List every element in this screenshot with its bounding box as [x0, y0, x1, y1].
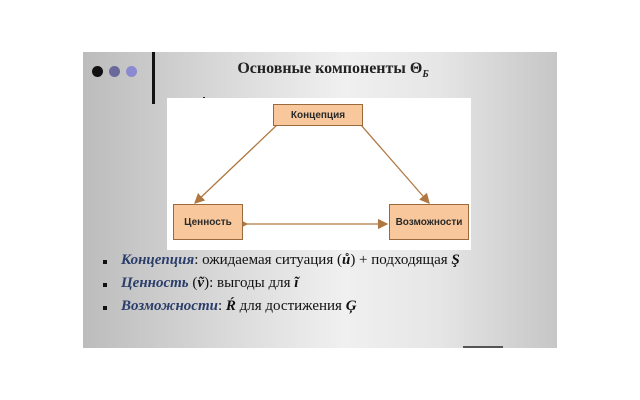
bullet-symbol: ů	[341, 252, 351, 268]
node-opportunities: Возможности	[389, 204, 469, 240]
bullet-text: : ожидаемая ситуация (	[194, 252, 342, 268]
bullet-dot-purple	[109, 66, 120, 77]
bullet-item-value: Ценность (ṽ): выгоды для ĩ	[103, 275, 460, 292]
node-value: Ценность	[173, 204, 243, 240]
diagram-arrows	[194, 124, 430, 230]
bullet-symbol: Ģ	[345, 298, 357, 314]
title-text: Основные компоненты Θ	[237, 60, 423, 77]
bullet-item-opportunities: Возможности: Ŕ для достижения Ģ	[103, 298, 460, 315]
bullet-symbol: ĩ	[294, 275, 299, 291]
bullet-symbol: Ŕ	[225, 298, 236, 314]
corner-mark	[463, 346, 503, 348]
arrow-concept-to-opportunities	[360, 124, 430, 204]
bullet-text: ): выгоды для	[204, 275, 295, 291]
bullet-square-icon	[103, 306, 107, 310]
bullet-term: Возможности	[121, 298, 218, 314]
bullet-term: Ценность	[121, 275, 189, 291]
bullet-square-icon	[103, 283, 107, 287]
title-divider	[152, 52, 155, 104]
bullet-symbol: Ş	[451, 252, 460, 268]
bullet-text: для достижения	[235, 298, 346, 314]
node-concept: Концепция	[273, 104, 363, 126]
bullet-text: :	[217, 298, 226, 314]
slide: Основные компоненты ΘБ Концепция Ценност…	[83, 52, 557, 348]
bullet-term: Концепция	[121, 252, 195, 268]
arrow-concept-to-value	[194, 124, 278, 204]
bullet-dot-black	[92, 66, 103, 77]
bullet-text: (	[188, 275, 198, 291]
bullet-dot-lavender	[126, 66, 137, 77]
diagram-canvas: Концепция Ценность Возможности	[167, 98, 471, 250]
bullet-list: Концепция: ожидаемая ситуация (ů) + подх…	[103, 252, 460, 321]
bullet-symbol: ṽ	[197, 275, 205, 291]
bullet-text: ) + подходящая	[350, 252, 452, 268]
title-subscript: Б	[422, 69, 429, 81]
bullet-item-concept: Концепция: ожидаемая ситуация (ů) + подх…	[103, 252, 460, 269]
bullet-square-icon	[103, 260, 107, 264]
slide-title: Основные компоненты ΘБ	[183, 60, 483, 80]
